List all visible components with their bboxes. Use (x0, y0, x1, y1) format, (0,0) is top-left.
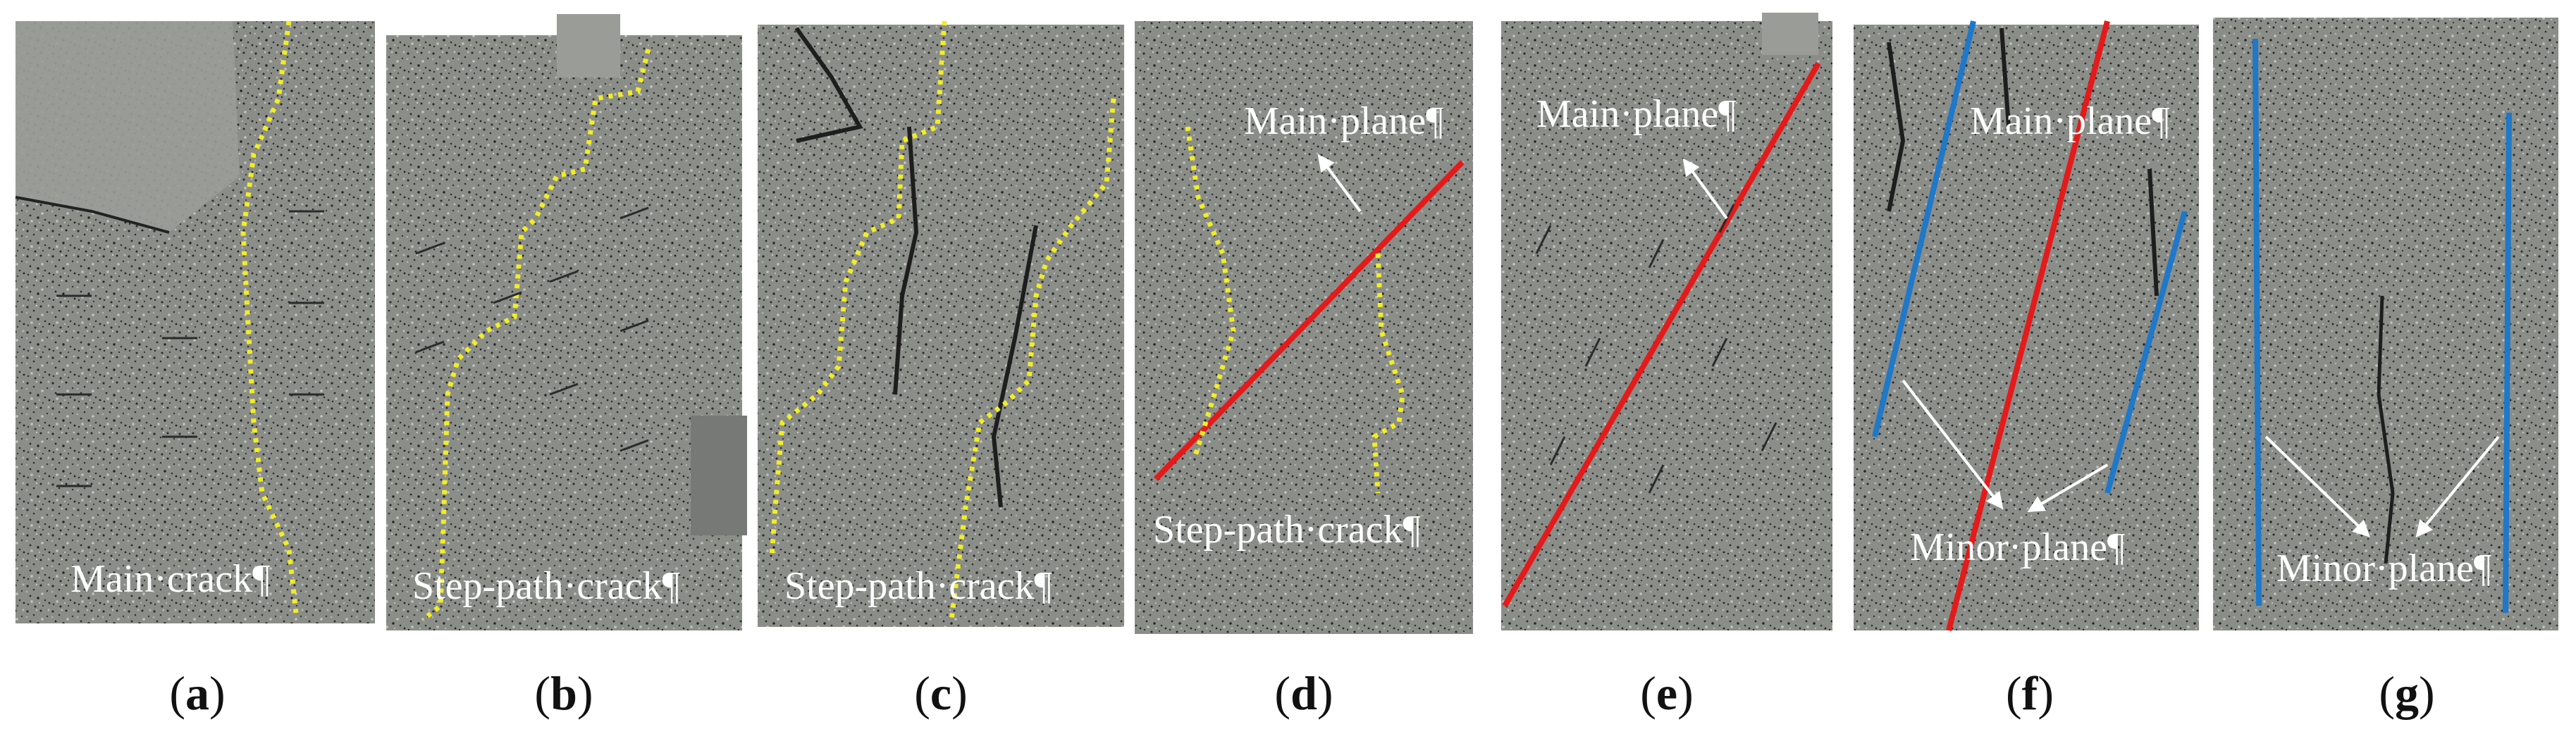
minor-plane-line-g2 (2503, 112, 2512, 614)
panel-b (386, 14, 747, 630)
annotation-d-step-path: Step-path·crack¶ (1153, 508, 1421, 552)
annotation-g-minor-plane: Minor·plane¶ (2276, 547, 2491, 590)
annotation-d-main-plane: Main·plane¶ (1244, 99, 1444, 143)
flaw-marks-a (56, 210, 324, 487)
panel-c (758, 20, 1124, 627)
panel-label-e: (e) (1640, 666, 1694, 720)
annotation-e-main-plane: Main·plane¶ (1536, 92, 1737, 136)
main-plane-line-e (1502, 61, 1821, 608)
panel-label-d: (d) (1274, 666, 1333, 720)
main-plane-line-f (1946, 20, 2110, 632)
panel-separators (376, 0, 2210, 641)
step-crack-trace-c1 (769, 20, 947, 557)
crack-edge-a (15, 196, 170, 234)
specimen-c (758, 25, 1124, 627)
arrow-main-plane-d (1317, 154, 1362, 213)
step-crack-trace-d1 (1185, 126, 1236, 459)
arrow-minor-plane-f2 (2027, 464, 2109, 513)
arrow-minor-plane-f1 (1902, 379, 2004, 510)
annotation-c-step-path: Step-path·crack¶ (784, 564, 1052, 608)
minor-plane-line-f2 (2104, 210, 2188, 494)
panel-a (15, 20, 375, 623)
step-crack-trace-b (421, 49, 651, 622)
annotation-b-step-path: Step-path·crack¶ (412, 564, 680, 608)
specimen-g (2213, 18, 2558, 630)
minor-plane-line-g1 (2253, 38, 2262, 607)
panel-g (2213, 18, 2558, 630)
annotation-f-minor-plane: Minor·plane¶ (1910, 525, 2125, 569)
arrow-minor-plane-g2 (2415, 435, 2500, 538)
panel-e (1501, 13, 1832, 630)
crack-network-c (794, 27, 1038, 508)
minor-plane-line-f1 (1872, 20, 1976, 437)
annotations: Main·crack¶ Step-path·crack¶ Step-path·c… (70, 92, 2491, 608)
panel-label-a: (a) (169, 666, 226, 720)
arrow-minor-plane-g1 (2264, 435, 2370, 537)
broken-corner-e (1762, 13, 1818, 55)
panel-d (1135, 21, 1473, 634)
specimen-b (386, 35, 742, 630)
annotation-a-main-crack: Main·crack¶ (70, 557, 270, 601)
panel-label-b: (b) (534, 666, 593, 720)
broken-corner-b (557, 14, 620, 77)
crack-network-g (2377, 295, 2395, 564)
panel-label-f: (f) (2006, 666, 2054, 720)
crack-network-f (1887, 27, 2159, 297)
step-crack-trace-c2 (949, 98, 1116, 621)
step-crack-trace-d2 (1372, 253, 1405, 494)
flaw-marks-b (415, 206, 649, 452)
annotation-f-main-plane: Main·plane¶ (1970, 99, 2170, 143)
panel-label-c: (c) (914, 666, 968, 720)
main-crack-trace-a (240, 20, 299, 614)
panel-f (1854, 20, 2199, 632)
arrow-main-plane-e (1682, 158, 1728, 220)
broken-side-b (691, 416, 747, 535)
panel-label-g: (g) (2379, 666, 2435, 720)
spalled-region-a (16, 21, 240, 232)
